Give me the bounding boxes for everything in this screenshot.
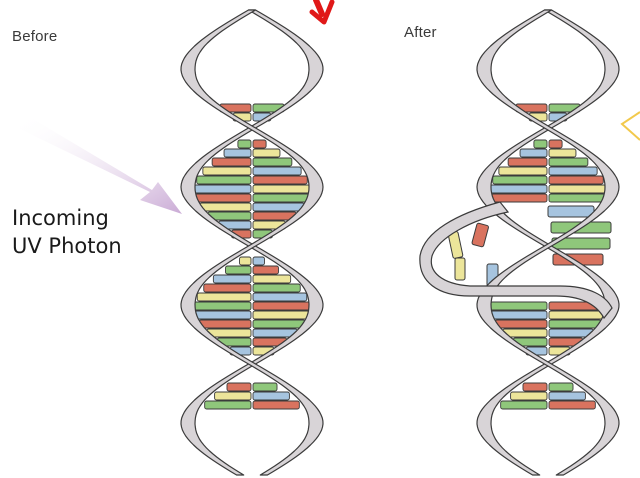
label-after: After [404, 24, 437, 41]
base-right [549, 392, 585, 400]
base-right [253, 311, 309, 319]
base-left [215, 392, 251, 400]
base-left [203, 167, 251, 175]
base-left [523, 383, 547, 391]
base-right [253, 185, 310, 193]
base-right [549, 185, 606, 193]
label-incoming-uv-photon: Incoming UV Photon [12, 202, 124, 260]
base-right [253, 257, 264, 265]
yellow-ray-icon [622, 112, 640, 140]
base-right [253, 140, 266, 148]
base-right [549, 176, 603, 184]
base-right [253, 401, 299, 409]
base-right [253, 158, 292, 166]
base-right [253, 203, 304, 211]
backbone-before [181, 10, 323, 475]
dna-helix-after [420, 10, 619, 475]
base-left [226, 266, 251, 274]
base-right [253, 176, 307, 184]
base-left [199, 320, 251, 328]
base-right [253, 392, 289, 400]
base-left [495, 320, 547, 328]
base-right [549, 383, 573, 391]
base-left [194, 185, 251, 193]
base-left [534, 140, 547, 148]
red-arrow-icon [312, 0, 332, 22]
base-left [493, 176, 547, 184]
base-right [253, 275, 291, 283]
base-left [212, 158, 251, 166]
base-left [240, 257, 251, 265]
base-left [205, 401, 251, 409]
base-left [511, 392, 547, 400]
base-left [491, 194, 547, 202]
label-before: Before [12, 28, 57, 45]
base-right [253, 194, 309, 202]
base-right [253, 302, 310, 310]
base-left [195, 194, 251, 202]
uv-photon-arrow [18, 116, 182, 214]
base-left [194, 302, 251, 310]
base-left [501, 401, 547, 409]
backbone-strand [181, 10, 323, 475]
base-right [549, 194, 605, 202]
base-left [197, 293, 251, 301]
base-left [200, 203, 251, 211]
base-right [549, 167, 597, 175]
base-right [549, 158, 588, 166]
base-left [197, 176, 251, 184]
base-right [549, 311, 605, 319]
base-left [224, 149, 251, 157]
base-right [253, 167, 301, 175]
base-left [508, 158, 547, 166]
base-left [213, 275, 251, 283]
base-left [204, 284, 251, 292]
base-left [238, 140, 251, 148]
base-right [549, 140, 562, 148]
label-photon-line1: Incoming [12, 204, 122, 232]
base-right [253, 149, 280, 157]
base-right [253, 266, 278, 274]
base-right [549, 401, 595, 409]
base-right [549, 149, 576, 157]
base-left [520, 149, 547, 157]
base-right [253, 293, 307, 301]
base-right [549, 320, 601, 328]
dna-helix-before [181, 10, 323, 475]
base-left [499, 167, 547, 175]
base-left [227, 383, 251, 391]
base-left [195, 311, 251, 319]
base-right [253, 284, 300, 292]
base-left [490, 185, 547, 193]
base-left [491, 311, 547, 319]
label-photon-line2: UV Photon [12, 232, 122, 260]
backbone-strand [181, 10, 323, 475]
base-left [490, 302, 547, 310]
base-right [253, 320, 305, 328]
base-right [253, 383, 277, 391]
